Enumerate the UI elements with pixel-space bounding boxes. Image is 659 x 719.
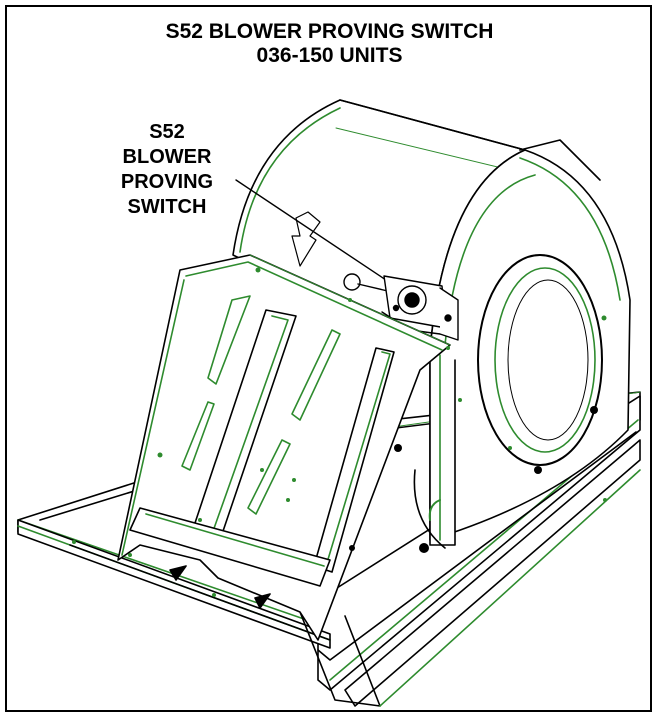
diagram-title: S52 BLOWER PROVING SWITCH (165, 20, 494, 43)
dark-fasteners (349, 406, 598, 553)
access-panel (117, 254, 451, 641)
diagram-subtitle: 036-150 UNITS (256, 44, 403, 67)
callout-line-2: BLOWER (122, 146, 212, 168)
switch-callout-label: S52 BLOWER PROVING SWITCH (108, 120, 226, 220)
fastener-holes (72, 267, 607, 597)
diagram-frame (5, 5, 652, 712)
callout-line-3: PROVING (120, 171, 214, 193)
callout-line-4: SWITCH (127, 196, 207, 218)
callout-leader-line (235, 179, 393, 285)
callout-line-1: S52 (149, 121, 185, 143)
